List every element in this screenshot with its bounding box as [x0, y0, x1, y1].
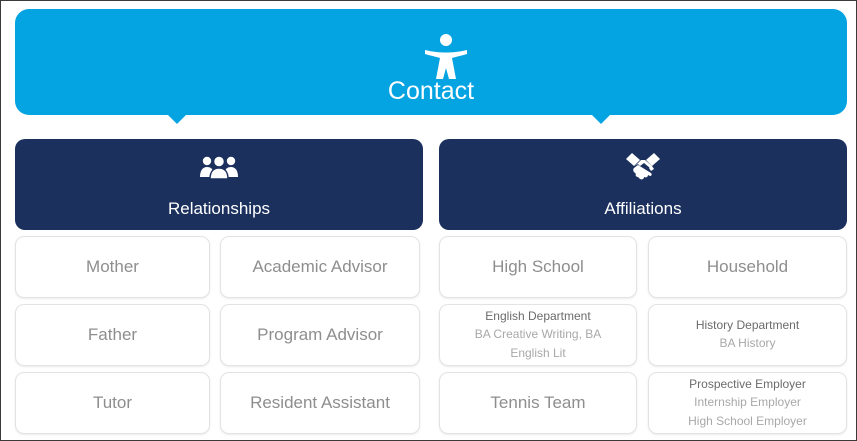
relationships-header: Relationships	[15, 139, 423, 230]
relationship-label: Academic Advisor	[252, 257, 388, 276]
relationship-card: Resident Assistant	[220, 372, 420, 434]
affiliation-heading: English Department	[485, 308, 591, 323]
affiliation-heading: Prospective Employer	[689, 376, 806, 391]
relationship-card: Program Advisor	[220, 304, 420, 366]
person-icon	[425, 34, 467, 79]
relationship-label: Resident Assistant	[250, 393, 390, 412]
relationships-title: Relationships	[167, 199, 271, 218]
affiliation-label: Tennis Team	[490, 393, 586, 412]
relationship-label: Program Advisor	[257, 325, 383, 344]
relationship-label: Tutor	[92, 393, 133, 412]
relationship-card: Father	[15, 304, 210, 366]
affiliation-detail: BA Creative Writing, BA	[474, 326, 602, 341]
affiliation-detail: English Lit	[510, 345, 566, 360]
affiliation-label: High School	[492, 257, 584, 276]
contact-title: Contact	[387, 77, 475, 105]
relationship-label: Father	[87, 325, 138, 344]
contact-pointer-right	[591, 114, 611, 124]
affiliation-card-english-department: English Department BA Creative Writing, …	[439, 304, 637, 366]
affiliation-card-tennis-team: Tennis Team	[439, 372, 637, 434]
relationship-card: Academic Advisor	[220, 236, 420, 298]
affiliation-label: Household	[706, 257, 789, 276]
affiliations-title: Affiliations	[604, 199, 682, 218]
relationship-card: Mother	[15, 236, 210, 298]
affiliation-card-household: Household	[648, 236, 847, 298]
affiliation-card-high-school: High School	[439, 236, 637, 298]
affiliations-header: Affiliations	[439, 139, 847, 230]
relationship-card: Tutor	[15, 372, 210, 434]
contact-box: Contact	[15, 9, 847, 115]
contact-pointer-left	[167, 114, 187, 124]
affiliation-detail: BA History	[719, 336, 776, 350]
affiliation-card-history-department: History Department BA History	[648, 304, 847, 366]
group-people-icon	[200, 155, 238, 180]
handshake-icon	[626, 153, 660, 180]
affiliation-heading: History Department	[695, 318, 800, 332]
affiliation-detail: Internship Employer	[694, 394, 801, 409]
affiliation-detail: High School Employer	[688, 413, 807, 428]
affiliation-card-prospective-employer: Prospective Employer Internship Employer…	[648, 372, 847, 434]
relationship-label: Mother	[86, 257, 139, 276]
